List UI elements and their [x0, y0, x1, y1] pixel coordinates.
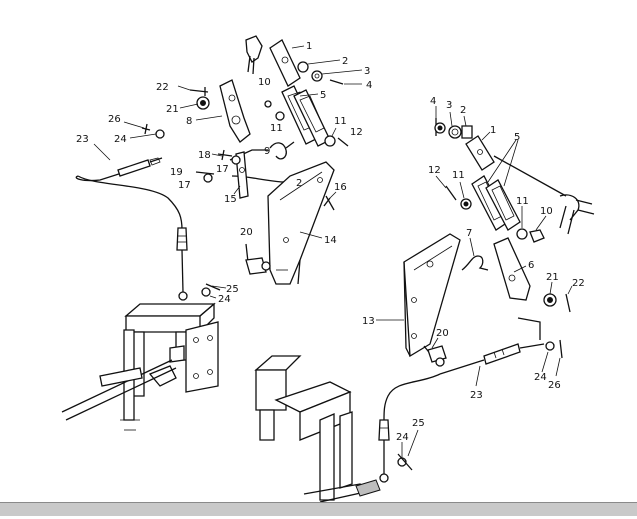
callout-left-20: 20 [240, 227, 253, 238]
callout-left-23: 23 [76, 134, 89, 145]
bolt-20-left [245, 243, 271, 275]
pin-10-right [529, 229, 545, 243]
nut-11b-right [516, 228, 528, 240]
callout-left-19: 19 [170, 167, 183, 178]
bolt-20-right [423, 345, 447, 367]
callout-right-4: 4 [430, 96, 436, 107]
spring-7-right [461, 255, 489, 271]
callout-right-1: 1 [490, 125, 496, 136]
callout-left-3: 3 [364, 66, 370, 77]
callout-right-26: 26 [548, 380, 561, 391]
callout-left-4: 4 [366, 80, 372, 91]
callout-right-22: 22 [572, 278, 585, 289]
frame-hitch-left [61, 302, 219, 431]
callout-right-25: 25 [412, 418, 425, 429]
callout-left-14: 14 [324, 235, 337, 246]
callout-left-25: 25 [226, 284, 239, 295]
bolt-22-right [565, 293, 571, 313]
callout-left-21: 21 [166, 104, 179, 115]
spring-plates-left [264, 85, 331, 147]
control-cable-right [378, 317, 563, 483]
frame-hitch-right [254, 355, 381, 503]
bolt-12-right [445, 185, 457, 201]
right-assembly [254, 118, 595, 503]
callout-right-21: 21 [546, 272, 559, 283]
viewer-bottom-bar [0, 502, 637, 516]
callout-left-9: 9 [264, 146, 270, 157]
control-cable-left [75, 123, 188, 301]
callout-right-6: 6 [528, 260, 534, 271]
clip-25-left [205, 283, 221, 291]
callout-right-2: 2 [460, 105, 466, 116]
callout-right-11b: 11 [516, 196, 529, 207]
callout-right-13: 13 [362, 316, 375, 327]
bolt-12-left [337, 137, 349, 147]
callout-right-24: 24 [534, 372, 547, 383]
lever-plate-1-right [465, 135, 495, 171]
hardware-stack-right [434, 118, 473, 139]
pivot-assembly-left [195, 141, 303, 199]
callout-left-11a: 11 [270, 123, 283, 134]
callout-right-11a: 11 [452, 170, 465, 181]
callouts-right: 4 3 2 1 5 12 11 11 10 7 6 21 22 13 20 23… [362, 96, 585, 458]
callout-right-7: 7 [466, 228, 472, 239]
callout-left-24: 24 [114, 134, 127, 145]
callout-right-12: 12 [428, 165, 441, 176]
handle-linkage-right [493, 155, 595, 235]
callout-left-26: 26 [108, 114, 121, 125]
callout-left-11b: 11 [334, 116, 347, 127]
callout-right-20: 20 [436, 328, 449, 339]
upper-bracket-left [189, 79, 251, 143]
callout-right-5: 5 [514, 132, 520, 143]
mounting-plate-14-left [267, 161, 335, 285]
bracket-6-right [493, 237, 531, 301]
callout-left-5: 5 [320, 90, 326, 101]
callout-right-24b: 24 [396, 432, 409, 443]
callout-left-15: 15 [224, 194, 237, 205]
callout-right-23: 23 [470, 390, 483, 401]
callout-left-2b: 2 [296, 178, 302, 189]
callout-left-2: 2 [342, 56, 348, 67]
nut-11-left [324, 135, 336, 147]
control-lever-left [245, 35, 344, 87]
callout-left-17b: 17 [178, 180, 191, 191]
mounting-plate-13-right [403, 233, 461, 358]
spring-plates-right [471, 175, 521, 231]
callout-left-12: 12 [350, 127, 363, 138]
callout-left-16: 16 [334, 182, 347, 193]
callout-left-18: 18 [198, 150, 211, 161]
callout-left-17a: 17 [216, 164, 229, 175]
washer-24-left [201, 287, 211, 297]
callout-left-1: 1 [306, 41, 312, 52]
callout-left-22: 22 [156, 82, 169, 93]
callout-left-10: 10 [258, 77, 271, 88]
left-assembly [61, 35, 349, 431]
callout-right-10: 10 [540, 206, 553, 217]
callouts-left: 1 2 3 4 10 5 22 21 8 11 11 12 26 24 23 9… [76, 41, 372, 305]
callout-left-24b: 24 [218, 294, 231, 305]
callout-left-8: 8 [186, 116, 192, 127]
callout-right-3: 3 [446, 100, 452, 111]
